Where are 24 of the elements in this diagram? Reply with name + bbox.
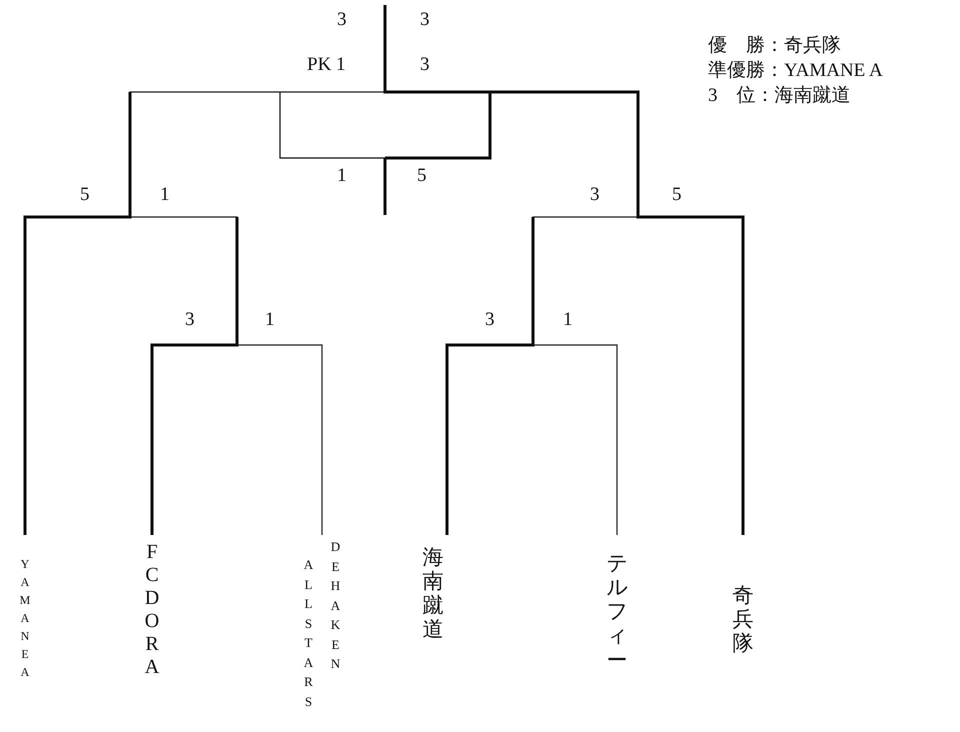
score-label: 3 (485, 310, 494, 329)
score-label: PK 1 (307, 55, 346, 74)
ranking-note: 優 勝：奇兵隊 (708, 36, 841, 55)
score-label: 1 (265, 310, 274, 329)
score-label: 3 (420, 10, 430, 29)
score-label: 3 (420, 55, 430, 74)
team-name: DEHAKEN (330, 538, 342, 673)
score-label: 1 (337, 166, 346, 185)
score-label: 3 (337, 10, 346, 29)
team-name: テルフィー (606, 551, 628, 672)
ranking-note: 3 位：海南蹴道 (708, 86, 850, 105)
team-name: FC DORA (144, 541, 160, 679)
score-label: 1 (160, 185, 170, 204)
team-name: 海南蹴道 (422, 545, 444, 642)
score-label: 3 (185, 310, 194, 329)
score-label: 1 (563, 310, 572, 329)
score-label: 5 (80, 185, 90, 204)
score-label: 5 (672, 185, 682, 204)
score-label: 5 (417, 166, 426, 185)
ranking-note: 準優勝：YAMANE A (708, 61, 883, 80)
team-name: 奇兵隊 (732, 583, 754, 656)
score-label: 3 (590, 185, 600, 204)
team-name: ALL STARS (302, 556, 314, 710)
team-name: YAMANE A (19, 556, 31, 681)
